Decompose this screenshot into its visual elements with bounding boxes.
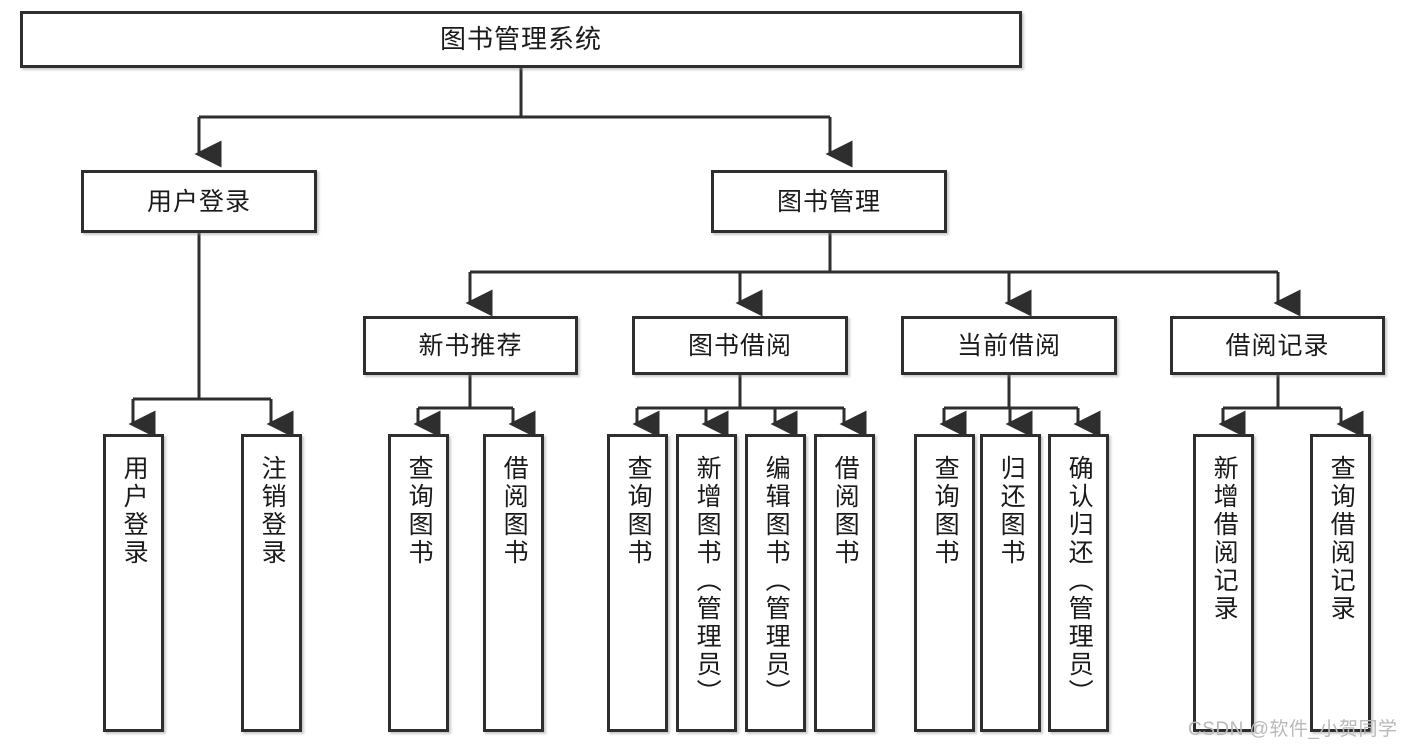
node-label: 确认归还（管理员） <box>1065 455 1094 707</box>
node-leaf-recommend-borrow-book[interactable]: 借阅图书 <box>483 434 544 732</box>
node-label: 新增借阅记录 <box>1210 455 1239 623</box>
node-label: 图书借阅 <box>687 331 792 360</box>
node-user-login[interactable]: 用户登录 <box>81 170 317 233</box>
node-leaf-user-login[interactable]: 用户登录 <box>103 434 164 732</box>
node-leaf-record-query[interactable]: 查询借阅记录 <box>1310 434 1371 732</box>
node-leaf-user-logout[interactable]: 注销登录 <box>241 434 302 732</box>
node-leaf-borrow-query-book[interactable]: 查询图书 <box>607 434 668 732</box>
node-label: 借阅记录 <box>1225 331 1330 360</box>
node-label: 借阅图书 <box>831 455 860 567</box>
node-leaf-borrow-edit-book[interactable]: 编辑图书（管理员） <box>745 434 806 732</box>
node-label: 借阅图书 <box>500 455 529 567</box>
node-label: 新增图书（管理员） <box>693 455 722 707</box>
node-leaf-borrow-borrow-book[interactable]: 借阅图书 <box>814 434 875 732</box>
node-leaf-current-confirm-return[interactable]: 确认归还（管理员） <box>1048 434 1109 732</box>
node-label: 查询图书 <box>931 455 960 567</box>
node-label: 查询图书 <box>624 455 653 567</box>
node-label: 图书管理系统 <box>439 23 602 54</box>
node-label: 查询借阅记录 <box>1327 455 1356 623</box>
node-label: 注销登录 <box>258 455 287 567</box>
node-book-management[interactable]: 图书管理 <box>711 170 947 233</box>
node-leaf-record-add[interactable]: 新增借阅记录 <box>1193 434 1254 732</box>
node-label: 当前借阅 <box>956 331 1061 360</box>
node-leaf-current-query-book[interactable]: 查询图书 <box>914 434 975 732</box>
node-label: 图书管理 <box>776 187 881 216</box>
node-current-borrow[interactable]: 当前借阅 <box>901 316 1117 375</box>
node-label: 用户登录 <box>120 455 149 567</box>
node-label: 编辑图书（管理员） <box>762 455 791 707</box>
csdn-watermark: CSDN @软件_小贺同学 <box>1188 719 1398 740</box>
node-leaf-recommend-query-book[interactable]: 查询图书 <box>388 434 449 732</box>
node-leaf-current-return-book[interactable]: 归还图书 <box>980 434 1041 732</box>
node-label: 归还图书 <box>997 455 1026 567</box>
node-new-book-recommend[interactable]: 新书推荐 <box>363 316 578 375</box>
node-label: 用户登录 <box>146 187 251 216</box>
node-leaf-borrow-add-book[interactable]: 新增图书（管理员） <box>676 434 737 732</box>
node-book-borrow[interactable]: 图书借阅 <box>632 316 848 375</box>
node-borrow-record[interactable]: 借阅记录 <box>1170 316 1385 375</box>
node-root-system[interactable]: 图书管理系统 <box>20 11 1022 68</box>
node-label: 新书推荐 <box>418 331 523 360</box>
node-label: 查询图书 <box>405 455 434 567</box>
